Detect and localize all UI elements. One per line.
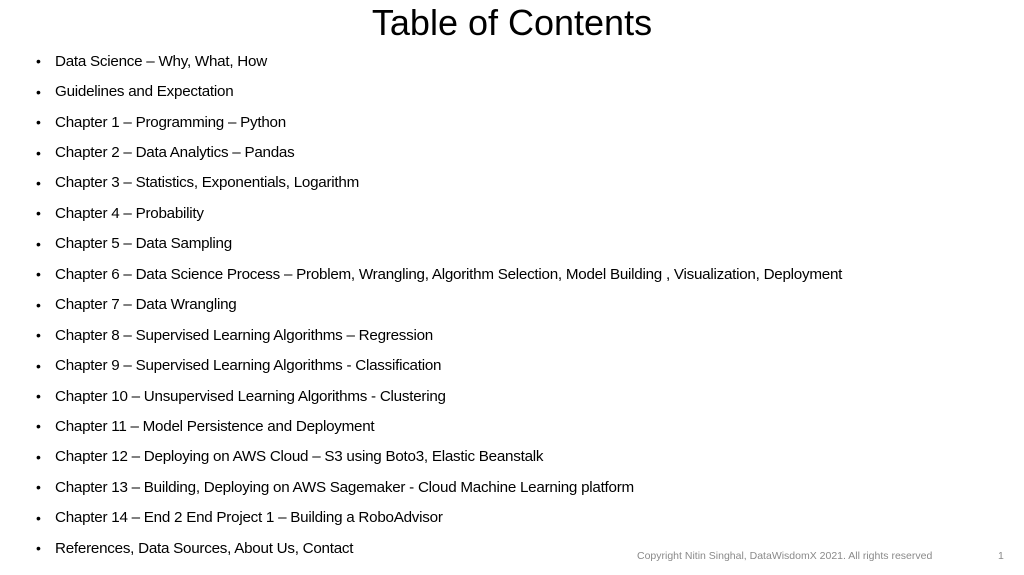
toc-item-label: Data Science – Why, What, How bbox=[55, 52, 267, 70]
toc-item: • References, Data Sources, About Us, Con… bbox=[36, 533, 842, 563]
toc-item-label: Chapter 5 – Data Sampling bbox=[55, 235, 232, 253]
bullet-icon: • bbox=[36, 205, 41, 222]
toc-item-label: Chapter 13 – Building, Deploying on AWS … bbox=[55, 478, 634, 496]
toc-item: • Chapter 10 – Unsupervised Learning Algo… bbox=[36, 381, 842, 411]
toc-item-label: Chapter 8 – Supervised Learning Algorith… bbox=[55, 326, 433, 344]
toc-item-label: Chapter 10 – Unsupervised Learning Algor… bbox=[55, 387, 446, 405]
bullet-icon: • bbox=[36, 418, 41, 435]
bullet-icon: • bbox=[36, 53, 41, 70]
bullet-icon: • bbox=[36, 448, 41, 465]
bullet-icon: • bbox=[36, 114, 41, 131]
bullet-icon: • bbox=[36, 266, 41, 283]
toc-item: • Chapter 9 – Supervised Learning Algorit… bbox=[36, 350, 842, 380]
bullet-icon: • bbox=[36, 296, 41, 313]
toc-list: • Data Science – Why, What, How • Guideline… bbox=[36, 46, 842, 563]
toc-item: • Guidelines and Expectation bbox=[36, 76, 842, 106]
toc-item-label: Chapter 11 – Model Persistence and Deplo… bbox=[55, 417, 375, 435]
toc-item-label: Chapter 1 – Programming – Python bbox=[55, 113, 286, 131]
toc-item-label: Chapter 3 – Statistics, Exponentials, Lo… bbox=[55, 174, 359, 192]
toc-item: • Chapter 7 – Data Wrangling bbox=[36, 290, 842, 320]
copyright-footer: Copyright Nitin Singhal, DataWisdomX 202… bbox=[637, 550, 933, 562]
bullet-icon: • bbox=[36, 388, 41, 405]
toc-item: • Chapter 6 – Data Science Process – Prob… bbox=[36, 259, 842, 289]
toc-item-label: Chapter 2 – Data Analytics – Pandas bbox=[55, 144, 295, 162]
toc-item: • Chapter 14 – End 2 End Project 1 – Buil… bbox=[36, 503, 842, 533]
toc-item: • Chapter 1 – Programming – Python bbox=[36, 107, 842, 137]
toc-item: • Chapter 4 – Probability bbox=[36, 198, 842, 228]
bullet-icon: • bbox=[36, 479, 41, 496]
toc-item: • Chapter 8 – Supervised Learning Algorit… bbox=[36, 320, 842, 350]
page-number: 1 bbox=[998, 550, 1004, 562]
bullet-icon: • bbox=[36, 174, 41, 191]
bullet-icon: • bbox=[36, 144, 41, 161]
toc-item: • Chapter 3 – Statistics, Exponentials, L… bbox=[36, 168, 842, 198]
toc-item-label: Chapter 14 – End 2 End Project 1 – Build… bbox=[55, 509, 443, 527]
toc-item: • Chapter 11 – Model Persistence and Depl… bbox=[36, 411, 842, 441]
slide-title: Table of Contents bbox=[371, 2, 653, 43]
bullet-icon: • bbox=[36, 357, 41, 374]
bullet-icon: • bbox=[36, 509, 41, 526]
bullet-icon: • bbox=[36, 327, 41, 344]
bullet-icon: • bbox=[36, 540, 41, 557]
toc-item-label: Chapter 12 – Deploying on AWS Cloud – S3… bbox=[55, 448, 544, 466]
toc-item-label: Guidelines and Expectation bbox=[55, 83, 234, 101]
toc-item-label: References, Data Sources, About Us, Cont… bbox=[55, 539, 354, 557]
toc-item: • Chapter 13 – Building, Deploying on AWS… bbox=[36, 472, 842, 502]
bullet-icon: • bbox=[36, 235, 41, 252]
toc-item: • Data Science – Why, What, How bbox=[36, 46, 842, 76]
bullet-icon: • bbox=[36, 83, 41, 100]
toc-item-label: Chapter 9 – Supervised Learning Algorith… bbox=[55, 357, 442, 375]
toc-item: • Chapter 2 – Data Analytics – Pandas bbox=[36, 137, 842, 167]
toc-item: • Chapter 5 – Data Sampling bbox=[36, 229, 842, 259]
toc-item-label: Chapter 7 – Data Wrangling bbox=[55, 296, 237, 314]
toc-item-label: Chapter 4 – Probability bbox=[55, 204, 204, 222]
toc-item-label: Chapter 6 – Data Science Process – Probl… bbox=[55, 265, 843, 283]
toc-item: • Chapter 12 – Deploying on AWS Cloud – S… bbox=[36, 442, 842, 472]
